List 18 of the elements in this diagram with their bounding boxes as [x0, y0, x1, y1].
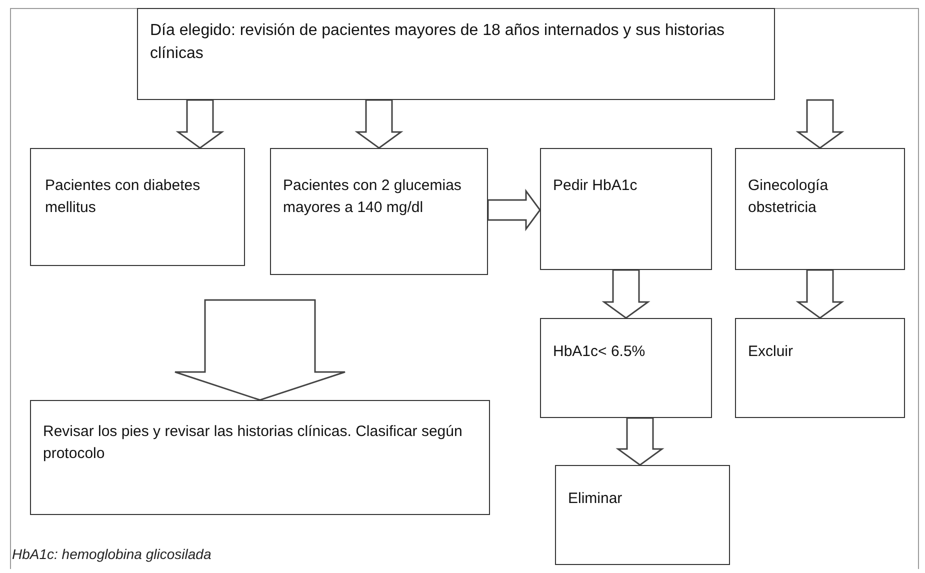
block-arrow: [616, 417, 664, 466]
block-arrow: [602, 269, 650, 319]
process-box: Día elegido: revisión de pacientes mayores de 18 años internados y sus historias clínicas: [137, 8, 775, 100]
caption: HbA1c: hemoglobina glicosilada: [12, 546, 212, 562]
process-box: Eliminar: [555, 465, 730, 565]
process-box: Pacientes con diabetes mellitus: [30, 148, 245, 266]
block-arrow: [796, 99, 844, 149]
block-arrow: [796, 269, 844, 319]
block-arrow: [354, 99, 404, 149]
process-box: Pacientes con 2 glucemias mayores a 140 mg/dl: [270, 148, 488, 275]
block-arrow: [176, 99, 224, 149]
process-box: Pedir HbA1c: [540, 148, 712, 270]
block-arrow: [487, 188, 541, 232]
block-arrow: [174, 299, 346, 401]
process-box: Excluir: [735, 318, 905, 418]
process-box: Revisar los pies y revisar las historias clínicas. Clasificar según protocolo: [30, 400, 490, 515]
process-box: Ginecología obstetricia: [735, 148, 905, 270]
process-box: HbA1c< 6.5%: [540, 318, 712, 418]
